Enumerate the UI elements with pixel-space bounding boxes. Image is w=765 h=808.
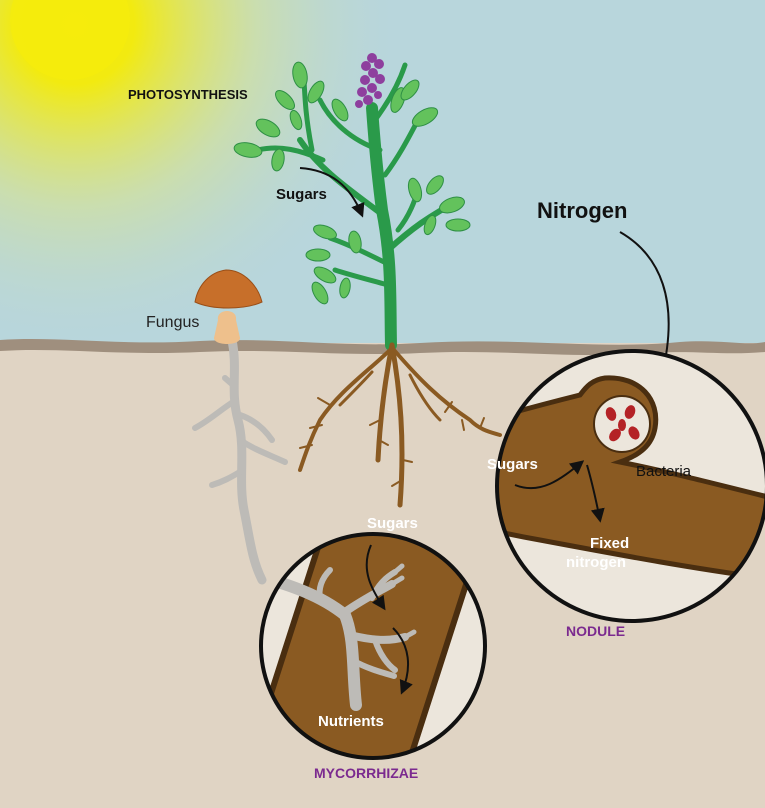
sugars-arrow (299, 167, 365, 218)
photosynthesis-label: PHOTOSYNTHESIS (128, 87, 248, 102)
myco-sugars-label: Sugars (367, 515, 418, 532)
bacteria-label: Bacteria (636, 463, 692, 480)
nodule-inset-border (495, 349, 765, 623)
myco-sugars-arrow (365, 544, 386, 611)
nodule-inset (495, 349, 765, 623)
stem-sugars-label: Sugars (276, 186, 327, 203)
ground-line (0, 339, 765, 356)
nodule-sugars-arrow (514, 460, 585, 490)
hyphae-branches (192, 375, 288, 488)
hyphae-main (227, 335, 267, 585)
nodule-sugars-label: Sugars (487, 456, 538, 473)
nutrients-arrow (392, 627, 413, 695)
mycorrhizae-label: MYCORRHIZAE (314, 765, 418, 781)
nitrogen-label: Nitrogen (537, 198, 627, 223)
fungus-cap (194, 269, 263, 309)
fixed-nitrogen-arrow (586, 464, 605, 523)
nodule-root-section (497, 375, 765, 583)
plant-stem (366, 102, 397, 351)
nitrogen-arrow (619, 231, 672, 378)
nodule-label: NODULE (566, 623, 625, 639)
fixed-nitrogen-label-line2: nitrogen (566, 554, 626, 571)
plant-roots (298, 342, 502, 508)
flower-cluster (355, 53, 385, 108)
mycorrhizae-inset-border (259, 532, 487, 760)
mycorrhizae-hyphae (261, 563, 417, 711)
nutrients-label: Nutrients (318, 713, 384, 730)
sun (10, 0, 130, 80)
fungus-stalk (214, 311, 240, 344)
fungus-label: Fungus (146, 314, 199, 331)
plant-leaves (233, 61, 471, 305)
fixed-nitrogen-label-line1: Fixed (590, 535, 629, 552)
bacteria-cluster (605, 405, 640, 442)
fungus (192, 269, 288, 585)
